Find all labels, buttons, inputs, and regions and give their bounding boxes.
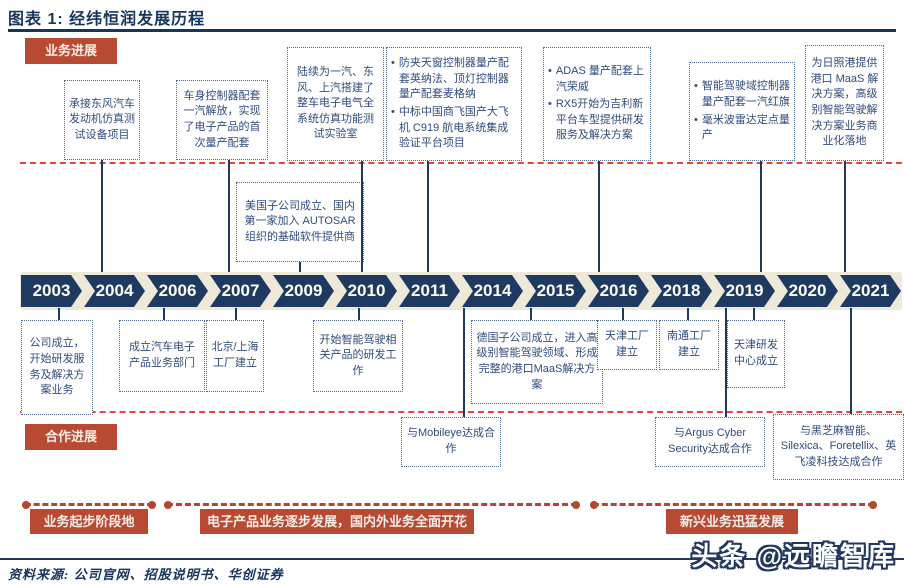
bullet-item: •ADAS 量产配套上汽荣威 [548,64,644,93]
connector-line [844,161,846,274]
connector-line [228,160,230,274]
connector-line [622,308,624,320]
bullet-icon: • [391,106,395,118]
bullet-icon: • [694,80,698,93]
upper-dashed-separator [20,162,902,164]
cooperation-box-partners: 与黑芝麻智能、Silexica、Foretellix、英飞凌科技达成合作 [773,414,904,480]
phase-label-emerging: 新兴业务迅猛发展 [666,509,798,534]
bullet-item: •防夹天窗控制器量产配套英纳法、顶灯控制器量产配套麦格纳 [391,57,509,101]
connector-line [687,308,689,320]
connector-line [361,161,363,274]
bullet-icon: • [548,98,552,111]
source-note: 资料来源: 公司官网、招股说明书、华创证券 [8,567,284,582]
milestone-box-2015: 德国子公司成立，进入高级别智能驾驶领域、形成完整的港口MaaS解决方案 [471,320,603,404]
timeline-year: 2007 [210,275,271,307]
cooperation-progress-badge: 合作进展 [25,424,117,450]
event-box-2004: 承接东风汽车发动机仿真测试设备项目 [64,80,140,160]
connector-line [58,308,60,320]
bullet-icon: • [694,113,698,126]
timeline-year: 2006 [147,275,208,307]
connector-line [725,308,727,417]
event-box-2007: 车身控制器配套一汽解放，实现了电子产品的首次量产配套 [176,80,268,160]
connector-line [463,308,465,417]
event-box-2020: •智能驾驶域控制器量产配套一汽红旗 •毫米波雷达定点量产 [689,62,795,161]
event-box-2015: •ADAS 量产配套上汽荣威 •RX5开始为吉利新平台车型提供研发服务及解决方案 [543,47,651,161]
phase-range-line-1 [22,501,156,509]
watermark: 头条 @远瞻智库 [691,541,896,571]
phase-label-growth: 电子产品业务逐步发展，国内外业务全面开花 [200,509,474,534]
connector-line [753,308,755,320]
phase-range-line-3 [590,501,877,509]
connector-line [530,308,532,320]
bullet-item: •智能驾驶域控制器量产配套一汽红旗 [694,80,790,108]
milestone-box-2010: 开始智能驾驶相关产品的研发工作 [313,320,403,392]
timeline-year: 2016 [588,275,649,307]
title-divider [8,29,896,32]
bullet-item: •RX5开始为吉利新平台车型提供研发服务及解决方案 [548,98,644,142]
connector-line [101,160,103,274]
milestone-box-2003: 公司成立，开始研发服务及解决方案业务 [21,320,93,415]
connector-line [598,161,600,274]
business-progress-badge: 业务进展 [25,38,117,64]
connector-line [235,308,237,320]
bullet-item: •毫米波雷达定点量产 [694,113,790,142]
connector-line [163,308,165,320]
phase-range-line-2 [164,501,580,509]
timeline-year: 2020 [777,275,838,307]
cooperation-box-mobileye: 与Mobileye达成合作 [401,417,501,467]
timeline-year: 2010 [336,275,397,307]
timeline-year: 2019 [714,275,775,307]
figure-title: 图表 1: 经纬恒润发展历程 [8,11,206,28]
milestone-box-2007: 北京/上海工厂建立 [206,320,264,392]
connector-line [427,161,429,274]
connector-line [850,308,852,414]
timeline-year: 2018 [651,275,712,307]
cooperation-box-argus: 与Argus Cyber Security达成合作 [655,417,765,467]
event-box-2009-autosar: 美国子公司成立、国内第一家加入 AUTOSAR 组织的基础软件提供商 [236,182,364,262]
bullet-item: •中标中国商飞国产大飞机 C919 航电系统集成验证平台项目 [391,106,509,150]
phase-label-startup: 业务起步阶段地 [30,509,148,534]
milestone-box-2006: 成立汽车电子产品业务部门 [119,320,205,392]
connector-line [760,161,762,274]
timeline-year: 2021 [840,275,901,307]
event-box-2011: •防夹天窗控制器量产配套英纳法、顶灯控制器量产配套麦格纳 •中标中国商飞国产大飞… [386,47,522,161]
milestone-box-2018: 南通工厂建立 [659,320,719,370]
timeline-year: 2011 [399,275,460,307]
bullet-icon: • [391,57,395,70]
timeline-year: 2004 [84,275,145,307]
milestone-box-2016: 天津工厂建立 [597,320,657,370]
event-box-2010: 陆续为一汽、东风、上汽搭建了整车电子电气全系统仿真功能测试实验室 [287,47,384,161]
bullet-icon: • [548,64,552,77]
timeline-year: 2009 [273,275,334,307]
connector-line [299,262,301,274]
bottom-divider [0,558,904,560]
timeline-year: 2015 [525,275,586,307]
event-box-2021: 为日照港提供港口 MaaS 解决方案，高级别智能驾驶解决方案业务商业化落地 [805,45,884,161]
timeline: 2003 2004 2006 2007 2009 2010 2011 2014 … [20,272,902,310]
timeline-year: 2014 [462,275,523,307]
milestone-box-2019: 天津研发中心成立 [727,320,785,388]
connector-line [358,308,360,320]
lower-dashed-separator [20,411,902,413]
timeline-year: 2003 [21,275,82,307]
